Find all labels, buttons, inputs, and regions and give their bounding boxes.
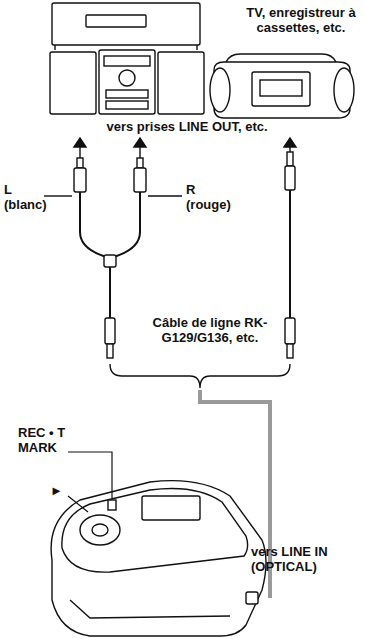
plug-label: L (blanc) [4,183,56,213]
brace [110,364,290,388]
cables [44,152,295,358]
button-symbol: ► [50,484,70,499]
leader-lines [68,452,112,512]
jack-label: vers LINE IN (OPTICAL) [251,545,361,575]
device-label: TV, enregistreur à cassettes, etc. [241,6,361,36]
button-label: REC • T MARK [18,426,68,456]
boombox [210,54,354,118]
connection-note: vers prises LINE OUT, etc. [52,120,322,135]
md-player [51,481,266,636]
arrows [74,138,296,158]
stereo-system [50,3,204,114]
cable-label: Câble de ligne RK-G129/G136, etc. [140,316,280,346]
plug-label: R (rouge) [186,183,242,213]
